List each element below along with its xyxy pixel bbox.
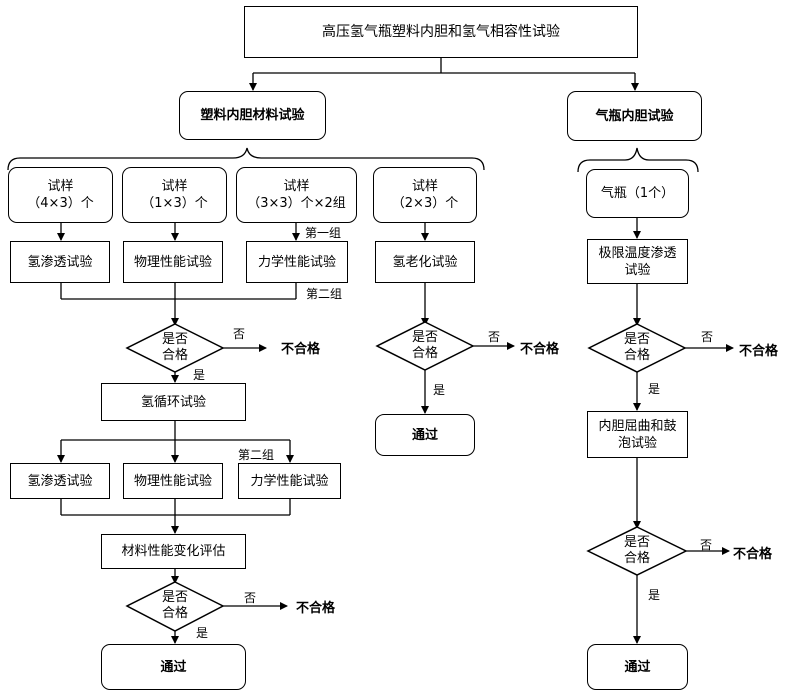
- material-test-header: 塑料内胆材料试验: [179, 91, 326, 140]
- decision-text-right-2: 是否 合格: [623, 535, 650, 566]
- physical-test-2: 物理性能试验: [123, 463, 223, 499]
- pass-box-left: 通过: [101, 644, 246, 690]
- group2-label-mid: 第二组: [238, 448, 275, 462]
- decision-diamond-left-2: [125, 581, 225, 632]
- yes-label-aging: 是: [433, 383, 446, 397]
- mechanical-test-2: 力学性能试验: [238, 463, 341, 499]
- pass-box-right: 通过: [587, 644, 688, 690]
- sample-box-2: 试样 （1×3）个: [122, 167, 227, 223]
- fail-left-1: 不合格: [281, 342, 321, 357]
- sample-box-3: 试样 （3×3）个×2组: [236, 167, 357, 223]
- fail-right-2: 不合格: [733, 547, 773, 562]
- yes-label-right-2: 是: [648, 588, 661, 602]
- group2-label-top: 第二组: [306, 287, 343, 301]
- pass-box-aging: 通过: [375, 414, 475, 456]
- no-label-left-1: 否: [233, 327, 246, 341]
- property-change-evaluation: 材料性能变化评估: [101, 534, 246, 569]
- sample-box-4: 试样 （2×3）个: [373, 167, 477, 223]
- decision-diamond-right-2: [586, 526, 688, 576]
- yes-label-left-2: 是: [196, 626, 209, 640]
- no-label-aging: 否: [488, 330, 501, 344]
- permeation-test-1: 氢渗透试验: [10, 241, 110, 283]
- no-label-right-1: 否: [701, 330, 714, 344]
- decision-diamond-left-1: [125, 323, 225, 373]
- sample-box-1: 试样 （4×3）个: [8, 167, 113, 223]
- physical-test-1: 物理性能试验: [123, 241, 223, 283]
- decision-text-left-2: 是否 合格: [161, 590, 188, 621]
- group1-label: 第一组: [305, 226, 342, 240]
- decision-diamond-aging: [375, 321, 475, 371]
- yes-label-right-1: 是: [648, 382, 661, 396]
- extreme-temp-permeation-test: 极限温度渗透 试验: [587, 239, 688, 284]
- buckling-blister-test: 内胆屈曲和鼓 泡试验: [587, 411, 688, 458]
- decision-text-left-1: 是否 合格: [161, 332, 188, 363]
- decision-diamond-right-1: [587, 323, 687, 373]
- fail-aging: 不合格: [520, 342, 560, 357]
- fail-left-2: 不合格: [296, 601, 336, 616]
- main-title-box: 高压氢气瓶塑料内胆和氢气相容性试验: [244, 6, 638, 58]
- decision-text-aging: 是否 合格: [411, 330, 438, 361]
- decision-text-right-1: 是否 合格: [623, 332, 650, 363]
- yes-label-left-1: 是: [193, 368, 206, 382]
- mechanical-test-1: 力学性能试验: [246, 241, 348, 283]
- no-label-left-2: 否: [244, 591, 257, 605]
- no-label-right-2: 否: [700, 538, 713, 552]
- hydrogen-cycle-test: 氢循环试验: [101, 383, 246, 421]
- liner-test-header: 气瓶内胆试验: [567, 91, 702, 141]
- cylinder-sample-box: 气瓶（1个）: [586, 169, 689, 218]
- fail-right-1: 不合格: [739, 344, 779, 359]
- aging-test: 氢老化试验: [375, 241, 475, 283]
- permeation-test-2: 氢渗透试验: [10, 463, 110, 499]
